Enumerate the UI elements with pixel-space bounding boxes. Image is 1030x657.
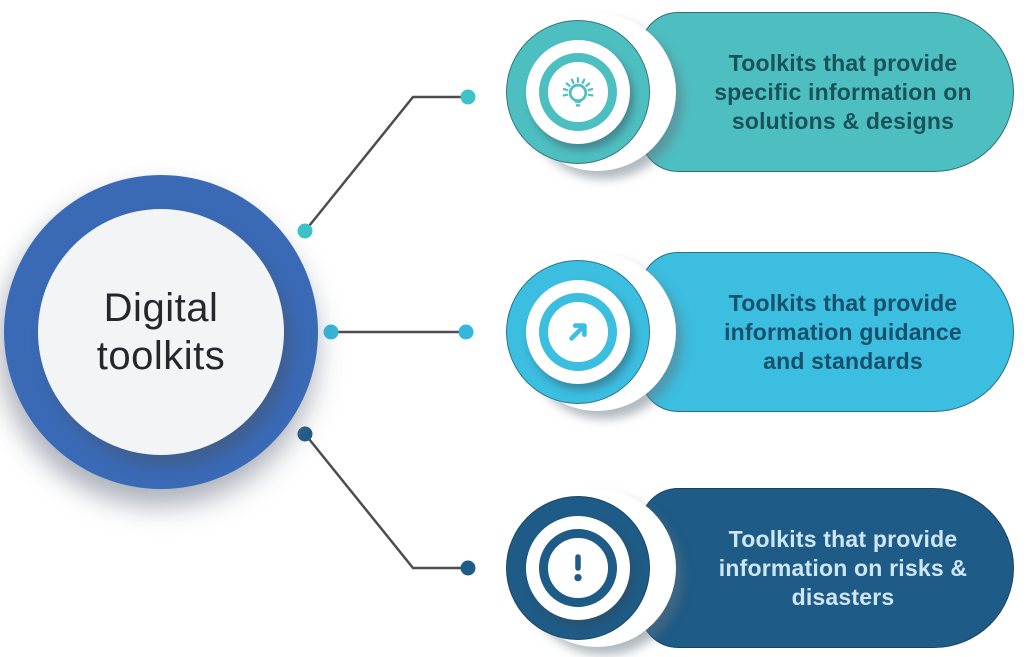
arrow-up-right-icon (569, 323, 587, 341)
connector-dot (323, 324, 339, 340)
toolkit-card-solutions-designs: Toolkits that provide specific informati… (640, 12, 1014, 172)
badge-inner-disc (526, 280, 630, 384)
connector-top (297, 89, 476, 239)
badge-solutions-designs (506, 20, 650, 164)
diagram-title: Digital toolkits (97, 284, 226, 380)
toolkit-card-risks-disasters: Toolkits that provide information on ris… (640, 488, 1014, 648)
connector-middle (323, 324, 474, 340)
badge-guidance-standards (506, 260, 650, 404)
badge-accent-ring (539, 293, 617, 371)
badge-inner-disc (526, 40, 630, 144)
central-node: Digital toolkits (4, 175, 318, 489)
lightbulb-icon (562, 77, 594, 107)
diagram-title-line2: toolkits (96, 334, 226, 378)
badge-inner-disc (526, 516, 630, 620)
connector-dot (460, 560, 476, 576)
toolkit-card-label: Toolkits that provide information on ris… (718, 525, 968, 610)
diagram-title-line1: Digital (103, 286, 219, 330)
connector-dot (297, 426, 313, 442)
badge-accent-ring (539, 529, 617, 607)
toolkit-card-label: Toolkits that provide specific informati… (714, 49, 972, 134)
toolkit-card-label: Toolkits that provide information guidan… (724, 289, 962, 374)
connector-dot (297, 223, 313, 239)
central-node-face: Digital toolkits (38, 209, 284, 455)
badge-accent-ring (539, 53, 617, 131)
toolkit-card-guidance-standards: Toolkits that provide information guidan… (640, 252, 1014, 412)
exclamation-icon (574, 554, 582, 582)
connector-dot (458, 324, 474, 340)
connector-bottom (297, 426, 476, 576)
connector-dot (460, 89, 476, 105)
badge-risks-disasters (506, 496, 650, 640)
